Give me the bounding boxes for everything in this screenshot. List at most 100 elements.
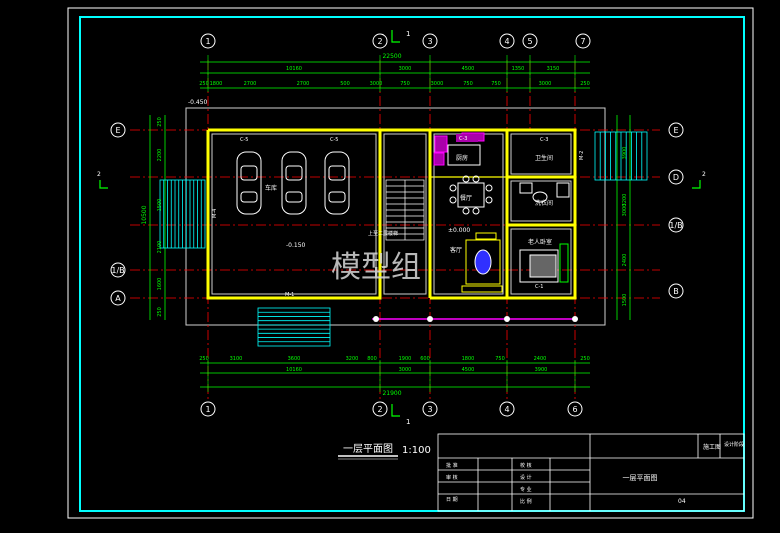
dim-top-detail-1: 1800 (210, 81, 223, 87)
dim-bottom-mid-2: 4500 (462, 367, 475, 373)
axis-bottom-1-label: 2 (377, 405, 382, 414)
axis-left-0-label: E (115, 126, 120, 135)
axis-top-5-label: 7 (580, 37, 585, 46)
axis-top-0: 1 (200, 33, 216, 49)
room-laundry: 洗衣间 (535, 199, 553, 207)
axis-bottom-3-label: 4 (504, 405, 509, 414)
section-mark-left (99, 180, 108, 189)
entrance-stairs (159, 131, 648, 347)
axis-right-3: B (668, 283, 684, 299)
dim-top-detail-2: 2700 (244, 81, 257, 87)
axis-top-5: 7 (575, 33, 591, 49)
tb-project-label: 施工图 (703, 443, 721, 451)
stair-note: 上至二层楼梯 (368, 230, 398, 237)
elevation-garage: -0.150 (286, 242, 306, 249)
dim-top-mid-2: 4500 (462, 66, 475, 72)
drawing-title: 一层平面图 (343, 443, 393, 455)
axis-left-1: 1/B (110, 262, 126, 278)
window-c5-left: C-5 (240, 137, 248, 143)
dim-bottom-mid-1: 3000 (399, 367, 412, 373)
dim-bottom-detail-9: 2400 (534, 356, 547, 362)
room-kitchen: 厨房 (456, 154, 468, 162)
elevation-site: -0.450 (188, 99, 208, 106)
dim-right-1: 3200 (622, 194, 628, 207)
room-bedroom: 老人卧室 (528, 238, 552, 246)
dim-bottom-detail-6: 600 (420, 356, 430, 362)
axis-right-2-label: 1/B (669, 221, 682, 230)
dim-bottom-detail-1: 3100 (230, 356, 243, 362)
dims-bottom-mid: 10160 3000 4500 3900 (286, 367, 547, 373)
dim-top-mid-1: 3000 (399, 66, 412, 72)
axis-bottom-0-label: 1 (205, 405, 210, 414)
exterior-walls (206, 128, 577, 300)
dim-bottom-detail-3: 3200 (346, 356, 359, 362)
dims-top-mid: 10160 3000 4500 1350 3150 (286, 66, 559, 72)
door-m2: M-2 (579, 151, 585, 160)
window-c1-bedroom: C-1 (535, 284, 543, 290)
dim-left-0: 250 (157, 117, 163, 127)
dim-bottom-mid-0: 10160 (286, 367, 302, 373)
bath-fixtures (519, 182, 570, 203)
tb-mid-row-4: 比 例 (520, 498, 532, 505)
dim-top-mid-4: 3150 (547, 66, 560, 72)
axis-bubbles-right: ED1/BB (668, 122, 684, 299)
dim-top-detail-6: 750 (400, 81, 410, 87)
tb-mid-row-1: 校 核 (520, 462, 532, 469)
dim-top-mid-3: 1350 (512, 66, 525, 72)
tb-sheet-title: 一层平面图 (623, 474, 658, 482)
dim-top-detail-7: 3000 (431, 81, 444, 87)
dimension-lines (149, 55, 631, 392)
axis-right-3-label: B (673, 287, 679, 296)
dim-top-detail-9: 750 (491, 81, 501, 87)
dim-bottom-mid-3: 3900 (535, 367, 548, 373)
tb-mid-row-3: 专 业 (520, 486, 532, 493)
tb-left-row-3: 日 期 (446, 497, 458, 503)
axis-top-1: 2 (372, 33, 388, 49)
axis-right-2: 1/B (668, 217, 684, 233)
tb-stage-label: 设计阶段 (724, 441, 744, 448)
dim-bottom-detail-10: 250 (580, 356, 590, 362)
axis-right-1: D (668, 169, 684, 185)
window-c3-bath: C-3 (540, 137, 548, 143)
dim-top-detail-5: 3000 (370, 81, 383, 87)
column-markers (373, 316, 578, 322)
dim-right-4: 3000 (622, 204, 628, 217)
axis-top-3: 4 (499, 33, 515, 49)
section-mark-right (692, 180, 701, 189)
dim-left-1: 2200 (157, 149, 163, 162)
axis-top-2: 3 (422, 33, 438, 49)
room-bath: 卫生间 (535, 154, 553, 162)
dim-total-left: 10500 (141, 205, 148, 224)
kitchen-fixtures (433, 132, 485, 166)
axis-top-0-label: 1 (205, 37, 210, 46)
bedroom-bed (519, 243, 569, 283)
room-living: 客厅 (450, 246, 462, 254)
dim-left-2: 1500 (157, 199, 163, 212)
tb-left-row-1: 批 准 (446, 462, 458, 469)
dim-top-mid-0: 10160 (286, 66, 302, 72)
axis-top-2-label: 3 (427, 37, 432, 46)
section-mark-bottom-label: 1 (406, 418, 410, 426)
axis-top-1-label: 2 (377, 37, 382, 46)
room-garage: 车库 (265, 184, 277, 192)
axis-bottom-2-label: 3 (427, 405, 432, 414)
site-outline (185, 107, 606, 326)
drawing-scale: 1:100 (402, 445, 431, 456)
section-mark-right-label: 2 (702, 171, 706, 178)
elevation-living: ±0.000 (448, 227, 470, 234)
dim-total-bottom: 21900 (382, 390, 401, 397)
axis-bottom-4: 6 (567, 401, 583, 417)
section-mark-top (391, 30, 400, 43)
tb-left-row-2: 审 核 (446, 474, 458, 481)
dim-top-detail-8: 750 (463, 81, 473, 87)
window-c5-right: C-5 (330, 137, 338, 143)
door-m1: M-1 (285, 292, 294, 298)
dim-right-2: 2400 (622, 254, 628, 267)
axis-left-2: A (110, 290, 126, 306)
axis-bubbles-left: E 1/B A (110, 122, 126, 306)
axis-top-4: 5 (522, 33, 538, 49)
axis-bottom-2: 3 (422, 401, 438, 417)
